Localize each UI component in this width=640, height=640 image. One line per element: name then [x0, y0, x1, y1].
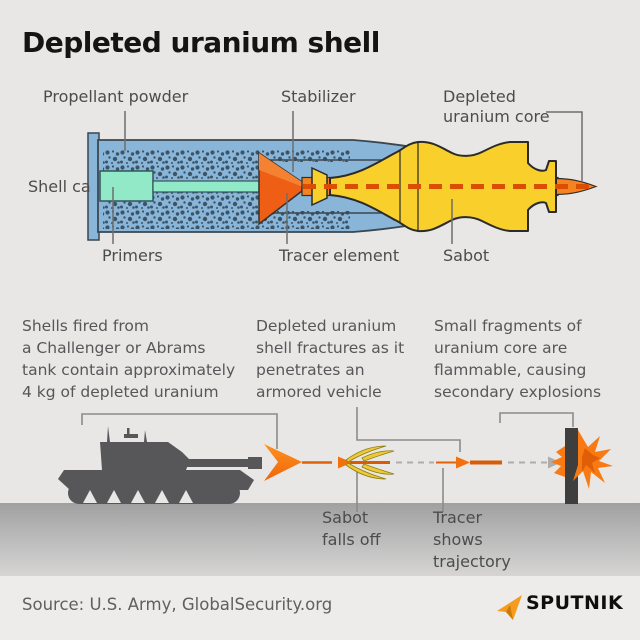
- armor-plate: [565, 428, 578, 504]
- page-title: Depleted uranium shell: [22, 26, 380, 59]
- label-tracer-trajectory: Tracer shows trajectory: [433, 508, 511, 571]
- primer-block: [99, 170, 154, 202]
- fact-shell-fractures: Depleted uranium shell fractures as it p…: [256, 317, 405, 401]
- label-primers: Primers: [102, 246, 163, 265]
- tank-silhouette: [58, 426, 262, 504]
- track-chevrons: [83, 490, 193, 503]
- diagram-leader-lines: [112, 111, 583, 244]
- label-sabot: Sabot: [443, 246, 490, 265]
- explosion-core: [582, 448, 600, 473]
- fact-fragments-flammable: Small fragments of uranium core are flam…: [434, 317, 602, 401]
- primer-tube: [152, 180, 260, 193]
- sputnik-logo: SPUTNIK: [494, 592, 623, 614]
- tank-muzzle: [248, 457, 262, 469]
- tank-turret: [100, 442, 190, 470]
- label-shell-casing: Shell ca: [28, 177, 91, 196]
- label-sabot-falls-off: Sabot falls off: [322, 508, 381, 549]
- footer-band: [0, 576, 640, 640]
- bracket-fact1: [81, 413, 278, 449]
- source-credit: Source: U.S. Army, GlobalSecurity.org: [22, 595, 333, 614]
- dart-head-2: [456, 456, 470, 469]
- label-stabilizer: Stabilizer: [281, 87, 356, 106]
- dart-head-1: [338, 456, 352, 469]
- bracket-fact2: [356, 407, 461, 452]
- impact-flames-left: [551, 446, 565, 477]
- label-du-core: Depleted uranium core: [443, 87, 550, 126]
- shell-cutaway-diagram: [87, 111, 598, 244]
- discarding-sabot-petals: [345, 445, 395, 480]
- tank-barrel: [182, 459, 250, 467]
- label-tracer-element: Tracer element: [279, 246, 400, 265]
- leader-du-core: [546, 111, 583, 181]
- sputnik-wordmark: SPUTNIK: [526, 592, 624, 614]
- bracket-fact3: [499, 412, 574, 427]
- ground-band: [0, 503, 640, 576]
- sabot-rear-spool: [311, 166, 328, 207]
- firing-scene: [58, 407, 613, 512]
- label-propellant-powder: Propellant powder: [43, 87, 189, 106]
- muzzle-flash: [264, 444, 302, 481]
- stabilizer-highlight: [259, 153, 302, 187]
- fact-tank-uranium: Shells fired from a Challenger or Abrams…: [22, 317, 236, 401]
- sputnik-logo-icon: [497, 595, 522, 620]
- scene-brackets: [81, 407, 574, 512]
